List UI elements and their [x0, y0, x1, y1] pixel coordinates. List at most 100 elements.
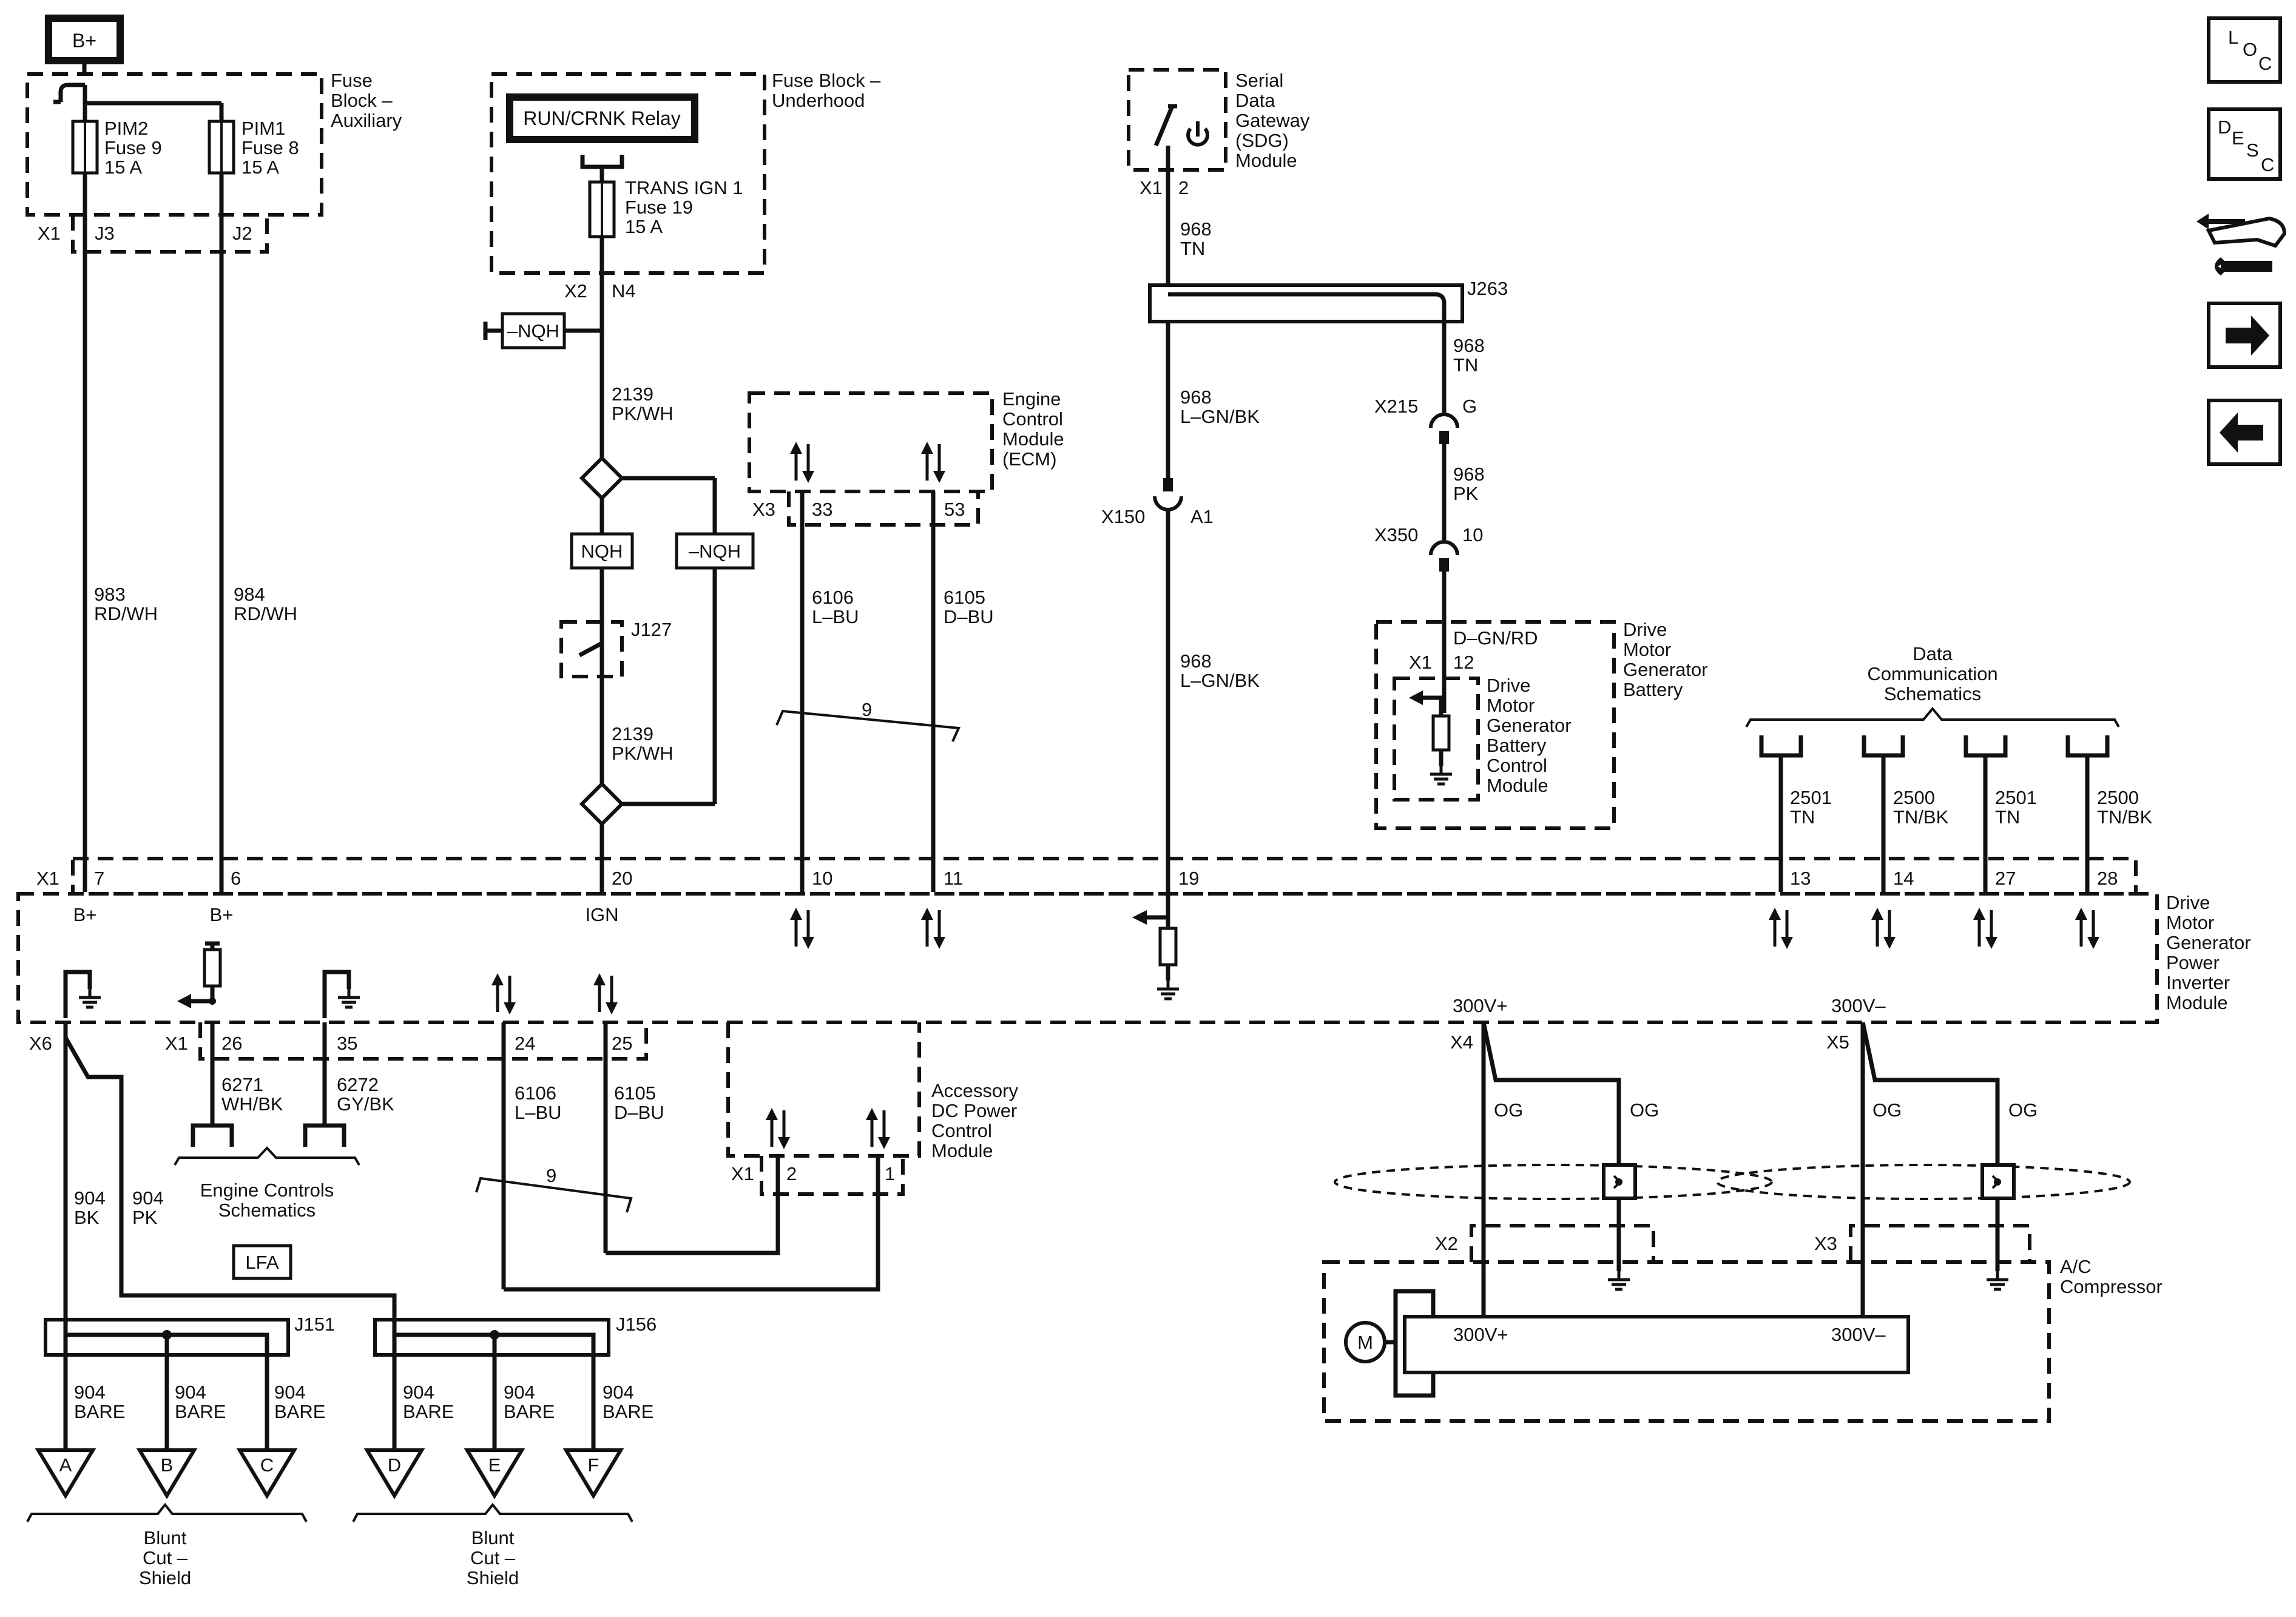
- bare-d-color: BARE: [403, 1401, 454, 1422]
- trans-ign-fuse-3: 15 A: [625, 216, 663, 237]
- apm-conn-x1: X1: [731, 1163, 754, 1184]
- pim-conn-x4: X4: [1450, 1031, 1473, 1053]
- pim-title-5: Inverter: [2166, 972, 2230, 993]
- ecm-title-2: Control: [1002, 408, 1063, 430]
- pim-lower-conn: X1: [165, 1033, 188, 1054]
- bare-f-circuit: 904: [603, 1382, 634, 1403]
- sdg-title-4: (SDG): [1235, 130, 1289, 151]
- sdg-title-3: Gateway: [1235, 110, 1310, 131]
- pim-title-2: Motor: [2166, 912, 2214, 933]
- blunt-cut-2-line3: Shield: [467, 1567, 519, 1588]
- shield-point-c: C: [260, 1454, 274, 1476]
- apm-title-4: Module: [931, 1140, 993, 1161]
- fuse-block-auxiliary: Fuse Block – Auxiliary PIM2 Fuse 9 15 A …: [25, 70, 402, 254]
- wire-984-color: RD/WH: [234, 603, 297, 624]
- splice-j151-label: J151: [294, 1314, 335, 1335]
- x150-pin-a1: A1: [1190, 506, 1214, 527]
- uh-pin-n4: N4: [612, 280, 636, 302]
- pim-ign: IGN: [585, 904, 618, 925]
- dmgb-conn-x1: X1: [1409, 652, 1432, 673]
- splice-j156-label: J156: [616, 1314, 657, 1335]
- splice-j263: J263: [1148, 278, 1508, 323]
- bare-b-circuit: 904: [175, 1382, 206, 1403]
- wire-6106a-color: L–BU: [812, 606, 859, 627]
- pim2-label-1: PIM2: [104, 118, 148, 139]
- blunt-cut-2-line2: Cut –: [470, 1547, 516, 1568]
- wire-2139a-circuit: 2139: [612, 383, 653, 405]
- pim2-label-2: Fuse 9: [104, 137, 162, 158]
- sdg-pin-2: 2: [1178, 177, 1189, 198]
- ecm-pin-33: 33: [812, 499, 832, 520]
- x4-og-2: OG: [1630, 1099, 1659, 1121]
- shield-point-d: D: [388, 1454, 401, 1476]
- desc-icon[interactable]: D E S C: [2207, 107, 2282, 181]
- blunt-cut-2-line1: Blunt: [471, 1527, 515, 1548]
- lfa-label: LFA: [245, 1252, 279, 1273]
- aux-pin-j3: J3: [95, 223, 115, 244]
- bare-f-color: BARE: [603, 1401, 653, 1422]
- wire-984-circuit: 984: [234, 584, 265, 605]
- ecm-pin-53: 53: [944, 499, 965, 520]
- x215-pin-g: G: [1462, 396, 1477, 417]
- shield-point-a: A: [59, 1454, 72, 1476]
- uh-conn-x2: X2: [564, 280, 587, 302]
- fuse-block-uh-title-1: Fuse Block –: [772, 70, 881, 91]
- power-icon: [1186, 121, 1209, 147]
- aux-conn-x1: X1: [38, 223, 61, 244]
- forward-arrow-icon[interactable]: [2207, 302, 2282, 369]
- fuse-block-aux-title-2: Block –: [331, 90, 393, 111]
- pim-title-4: Power: [2166, 952, 2220, 973]
- wire-983-circuit: 983: [94, 584, 126, 605]
- shield-point-f: F: [588, 1454, 599, 1476]
- ac-conn-x3: X3: [1814, 1233, 1837, 1254]
- dmgbcm-title-3: Generator: [1487, 715, 1572, 736]
- engine-controls-title-1: Engine Controls: [200, 1180, 334, 1201]
- splice-j263-label: J263: [1467, 278, 1508, 299]
- loc-letter-o: O: [2243, 39, 2257, 60]
- wire-6271-circuit: 6271: [221, 1074, 263, 1095]
- loc-icon[interactable]: L O C: [2207, 16, 2282, 84]
- bare-e-color: BARE: [504, 1401, 555, 1422]
- pim1-label-1: PIM1: [241, 118, 285, 139]
- motor-m-label: M: [1357, 1332, 1373, 1353]
- shield-terminals: A B C D E F: [26, 1448, 633, 1522]
- x4-og-1: OG: [1494, 1099, 1523, 1121]
- bare-e-circuit: 904: [504, 1382, 535, 1403]
- sdg-conn-x1: X1: [1140, 177, 1163, 198]
- wire-968-tn-a-circuit: 968: [1180, 218, 1212, 240]
- pim-title-6: Module: [2166, 992, 2228, 1013]
- accessory-dc-power-control-module: Accessory DC Power Control Module X1 2 1: [726, 1022, 1018, 1196]
- ac-title-2: Compressor: [2060, 1276, 2163, 1297]
- hand-wrench-icon[interactable]: [2196, 214, 2287, 275]
- dmgbcm-title-5: Control: [1487, 755, 1547, 776]
- pim-pin-28: 28: [2097, 868, 2118, 889]
- splice-j127: J127: [631, 619, 672, 640]
- apm-title-3: Control: [931, 1120, 992, 1141]
- hv-cable-x4: OG OG: [1334, 1022, 1773, 1317]
- back-arrow-icon[interactable]: [2207, 399, 2282, 466]
- pim-b-plus-2: B+: [210, 904, 234, 925]
- shield-point-b: B: [161, 1454, 174, 1476]
- wire-6272-circuit: 6272: [337, 1074, 379, 1095]
- wire-2501a-color: TN: [1790, 806, 1815, 828]
- wire-2500b-color: TN/BK: [2097, 806, 2153, 828]
- engine-control-module: Engine Control Module (ECM) X3 33 53: [748, 388, 1064, 527]
- pim-pin-20: 20: [612, 868, 632, 889]
- x350-label: X350: [1374, 524, 1418, 545]
- pim-pin-35: 35: [337, 1033, 357, 1054]
- data-comm-title-1: Data: [1913, 643, 1953, 664]
- dmgb-pin-12: 12: [1453, 652, 1474, 673]
- fuse-block-aux-title-1: Fuse: [331, 70, 373, 91]
- desc-letter-c: C: [2261, 154, 2274, 175]
- fuse-block-underhood: Fuse Block – Underhood RUN/CRNK Relay TR…: [490, 70, 881, 302]
- sdg-title-2: Data: [1235, 90, 1275, 111]
- ac-hv-pos: 300V+: [1453, 1324, 1508, 1345]
- wire-2501a-circuit: 2501: [1790, 787, 1832, 808]
- wire-2500b-circuit: 2500: [2097, 787, 2139, 808]
- x5-og-2: OG: [2008, 1099, 2038, 1121]
- pim-pin-11: 11: [944, 868, 963, 889]
- ac-hv-neg: 300V–: [1831, 1324, 1886, 1345]
- wire-968-lgnbk-b-color: L–GN/BK: [1180, 670, 1260, 691]
- pim-conn-x6: X6: [29, 1033, 52, 1054]
- desc-letter-d: D: [2218, 116, 2231, 138]
